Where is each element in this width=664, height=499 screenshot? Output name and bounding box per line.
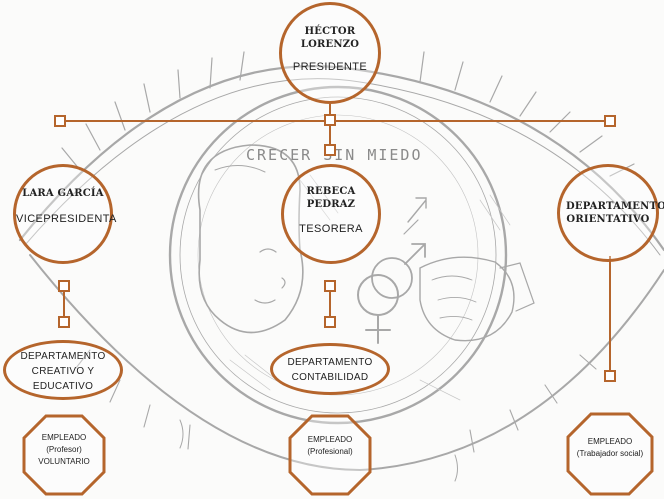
- employee-right-detail: (Trabajador social): [576, 449, 644, 458]
- vicepresident-role: VICEPRESIDENTA: [16, 213, 117, 225]
- octagon-shape: [22, 414, 106, 496]
- orientation-dept-name: DEPARTAMENTO ORIENTATIVO: [566, 201, 664, 225]
- connector-node: [324, 316, 336, 328]
- employee-center-title: EMPLEADO: [307, 435, 353, 444]
- president-node: HÉCTOR LORENZO PRESIDENTE: [279, 2, 381, 104]
- accounting-dept-label: DEPARTAMENTO CONTABILIDAD: [287, 357, 373, 383]
- vicepresident-name: LARA GARCÍA: [22, 188, 104, 199]
- employee-left-title: EMPLEADO: [41, 433, 87, 442]
- connector-node: [324, 114, 336, 126]
- connector-node: [58, 316, 70, 328]
- treasurer-node: REBECA PEDRAZ TESORERA: [281, 164, 381, 264]
- creative-dept-label: DEPARTAMENTO CREATIVO Y EDUCATIVO: [20, 351, 106, 392]
- creative-dept-node: DEPARTAMENTO CREATIVO Y EDUCATIVO: [3, 340, 123, 400]
- connector-node: [324, 280, 336, 292]
- vicepresident-node: LARA GARCÍA VICEPRESIDENTA: [13, 164, 117, 264]
- treasurer-role: TESORERA: [299, 223, 363, 235]
- president-role: PRESIDENTE: [292, 61, 368, 73]
- treasurer-name: REBECA PEDRAZ: [306, 186, 356, 210]
- connector-node: [604, 370, 616, 382]
- employee-right-title: EMPLEADO: [587, 437, 633, 446]
- octagon-shape: [288, 414, 372, 496]
- employee-center-detail: (Profesional): [307, 447, 353, 456]
- octagon-shape: [566, 412, 654, 496]
- connector-node: [604, 115, 616, 127]
- employee-left-node: EMPLEADO (Profesor) VOLUNTARIO: [22, 414, 106, 496]
- connector-node: [58, 280, 70, 292]
- connector-node: [54, 115, 66, 127]
- president-name: HÉCTOR LORENZO: [300, 26, 360, 50]
- employee-left-detail: (Profesor) VOLUNTARIO: [38, 445, 90, 466]
- connector-node: [324, 144, 336, 156]
- accounting-dept-node: DEPARTAMENTO CONTABILIDAD: [270, 343, 390, 395]
- orientation-dept-node: DEPARTAMENTO ORIENTATIVO: [557, 164, 664, 262]
- employee-center-node: EMPLEADO (Profesional): [288, 414, 372, 496]
- employee-right-node: EMPLEADO (Trabajador social): [566, 412, 654, 496]
